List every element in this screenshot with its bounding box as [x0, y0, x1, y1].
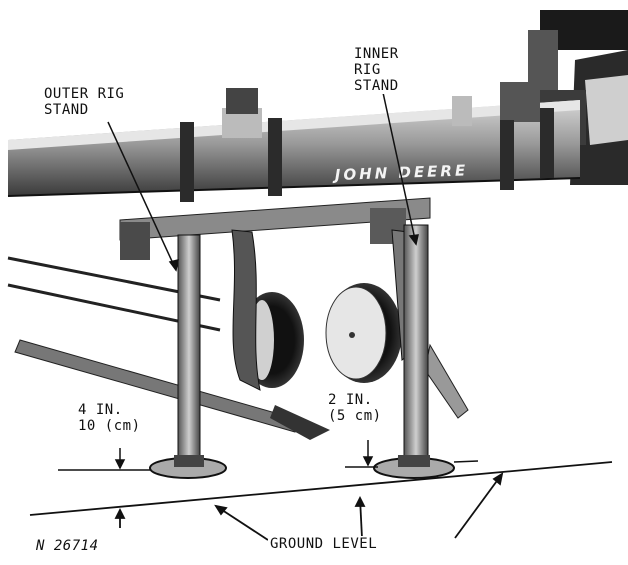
height-reference-lines — [58, 440, 479, 471]
inner-height-label: 2 IN. (5 cm) — [326, 392, 384, 424]
inner-height-line2: (5 cm) — [328, 408, 382, 424]
runner-bar — [14, 339, 330, 440]
right-shank — [424, 343, 469, 419]
ground-level-line — [29, 461, 613, 541]
outer-rig-stand-line1: OUTER RIG — [44, 86, 125, 102]
inner-rig-stand-label: INNER RIG STAND — [352, 46, 401, 94]
figure-number: N 26714 — [34, 538, 101, 554]
inner-rig-stand-line1: INNER — [354, 46, 399, 62]
outer-rig-stand-line2: STAND — [44, 102, 89, 118]
beam-clamps — [180, 82, 554, 202]
inner-rig-stand-line2: RIG — [354, 62, 381, 78]
lower-frame — [119, 197, 431, 260]
outer-height-line1: 4 IN. — [78, 402, 123, 418]
inner-rig-stand — [373, 224, 455, 479]
outer-wheel — [231, 229, 304, 391]
inner-wheel — [325, 229, 415, 383]
leader-lines — [107, 87, 419, 272]
outer-height-line2: 10 (cm) — [78, 418, 141, 434]
outer-height-label: 4 IN. 10 (cm) — [76, 402, 143, 434]
outer-rig-stand-label: OUTER RIG STAND — [42, 86, 127, 118]
outer-rig-stand — [149, 234, 227, 479]
inner-rig-stand-line3: STAND — [354, 78, 399, 94]
inner-height-line1: 2 IN. — [328, 392, 373, 408]
ground-level-label: GROUND LEVEL — [268, 536, 380, 552]
toolbar-beam: JOHN DEERE — [7, 100, 581, 197]
